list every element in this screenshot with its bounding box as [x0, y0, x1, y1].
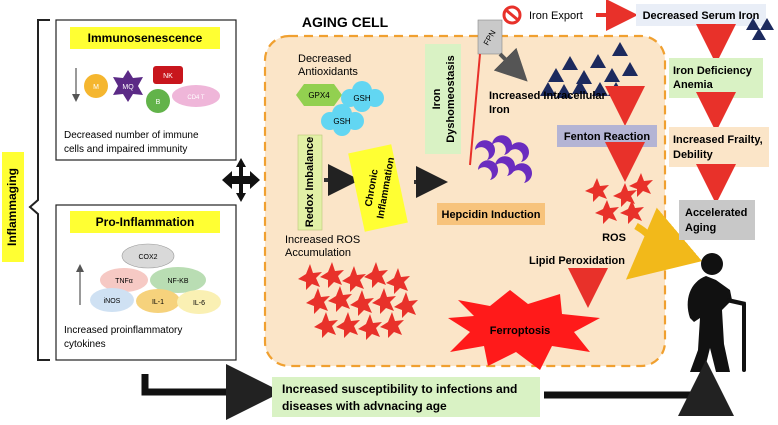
fenton-reaction-box [557, 125, 657, 147]
immunosenescence-caption-2: cells and impaired immunity [64, 144, 187, 155]
macrophage-m-cell [84, 74, 108, 98]
frailty-2: Debility [673, 149, 714, 161]
aging-cell-membrane [263, 34, 667, 368]
ros-label: ROS [602, 232, 626, 244]
hepcidin-induction-label: Hepcidin Induction [442, 209, 541, 221]
lipid-peroxidation-label: Lipid Peroxidation [529, 255, 625, 267]
gsh-label-1: GSH [353, 94, 371, 103]
accelerated-aging-2: Aging [685, 222, 716, 234]
cell-label-nk: NK [163, 73, 173, 80]
frailty-1: Increased Frailty, [673, 134, 763, 146]
ros-accumulation-1: Increased ROS [285, 234, 360, 246]
hepcidin-induction-box [437, 203, 545, 225]
cell-label-mq: MQ [122, 84, 134, 91]
nfkb-label: NF-KB [168, 278, 189, 285]
pro-inflammation-caption-2: cytokines [64, 339, 106, 350]
iron-export-label: Iron Export [529, 10, 583, 22]
il1-marker [136, 289, 180, 313]
decreased-serum-iron-box [636, 4, 766, 26]
gpx4-label: GPX4 [308, 91, 330, 100]
iron-dyshomeostasis-box [425, 44, 461, 154]
chronic-inflammation-box [348, 144, 408, 232]
macrophage-mq-cell [113, 70, 143, 102]
susceptibility-line-1: Increased susceptibility to infections a… [282, 382, 517, 396]
ros-stars-cluster [298, 262, 418, 340]
hepcidin-block-line [469, 53, 481, 166]
decreased-antioxidants-2: Antioxidants [298, 66, 358, 78]
ferroptosis-label: Ferroptosis [490, 325, 551, 337]
susceptibility-line-2: diseases with advnacing age [282, 399, 447, 413]
b-cell [146, 89, 170, 113]
bidirectional-arrow [222, 158, 260, 202]
inflammaging-label: Inflammaging [5, 168, 19, 246]
susceptibility-box [272, 377, 540, 417]
gsh-label-2: GSH [333, 117, 351, 126]
cell-label-cd4t: CD4 T [187, 95, 205, 101]
fenton-reaction-label: Fenton Reaction [564, 131, 650, 143]
tnfa-label: TNFα [115, 278, 133, 285]
nk-cell [153, 66, 183, 84]
aging-cell-title: AGING CELL [302, 14, 389, 30]
inos-marker [90, 288, 134, 312]
gsh-cloud-1: GSH [341, 81, 384, 112]
iron-deficiency-anemia-box [669, 58, 763, 98]
ros-accumulation-2: Accumulation [285, 247, 351, 259]
cell-label-m: M [93, 84, 99, 91]
tnfa-marker [100, 268, 148, 292]
gpx4-hexagon [296, 84, 342, 106]
inos-label: iNOS [104, 298, 121, 305]
serum-iron-triangles [746, 18, 774, 40]
pro-inflammation-caption-1: Increased proinflammatory [64, 325, 182, 336]
decreased-serum-iron-label: Decreased Serum Iron [643, 10, 760, 22]
immunosenescence-title: Immunosenescence [88, 31, 203, 45]
iron-triangles-cluster [540, 42, 638, 98]
decreased-antioxidants-1: Decreased [298, 53, 351, 65]
il6-label: IL-6 [193, 300, 205, 307]
hepcidin-crescents [475, 135, 532, 183]
iron-deficiency-anemia-2: Anemia [673, 79, 714, 91]
cox2-label: COX2 [138, 254, 157, 261]
redox-imbalance-label: Redox Imbalance [304, 137, 316, 227]
cox2-marker [121, 243, 175, 269]
accelerated-aging-1: Accelerated [685, 207, 747, 219]
inflammaging-brace [28, 19, 50, 361]
immunosenescence-caption-1: Decreased number of immune [64, 130, 199, 141]
immunosenescence-panel: Immunosenescence M MQ NK B CD4 T Decreas… [55, 19, 237, 161]
il6-marker [177, 290, 221, 314]
redox-imbalance-box [297, 134, 323, 231]
iron-dyshomeostasis-2: Dyshomeostasis [445, 55, 457, 142]
pro-inflammation-panel: Pro-Inflammation COX2 TNFα NF-KB iNOS IL… [55, 204, 237, 361]
gsh-cloud-2: GSH [321, 104, 364, 136]
no-export-slash [505, 8, 519, 22]
pro-inflammation-title: Pro-Inflammation [96, 215, 195, 229]
frailty-box [669, 127, 769, 167]
elderly-person-icon [687, 253, 746, 372]
inflammaging-label-bg [2, 152, 24, 262]
nfkb-marker [150, 267, 206, 293]
increased-iron-2: Iron [489, 104, 510, 116]
cd4-t-cell [172, 85, 220, 107]
ferroptosis-burst [448, 290, 600, 370]
cell-label-b: B [156, 99, 161, 106]
arrow-fpn-to-iron [493, 47, 528, 82]
iron-dyshomeostasis-1: Iron [431, 88, 443, 109]
accelerated-aging-box [679, 200, 755, 240]
il1-label: IL-1 [152, 299, 164, 306]
arrow-to-bottom-box [141, 364, 282, 420]
arrow-ros-to-lipid [625, 207, 703, 280]
arrow-bottom-to-person [544, 360, 734, 416]
iron-deficiency-anemia-1: Iron Deficiency [673, 65, 753, 77]
increased-iron-1: Increased Intracellular [489, 90, 606, 102]
